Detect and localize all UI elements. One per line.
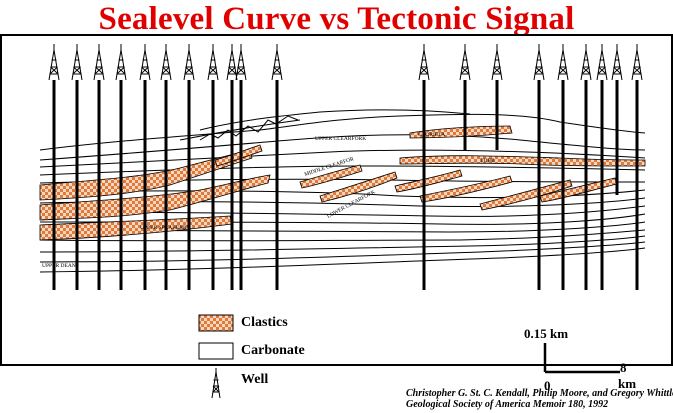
page-title: Sealevel Curve vs Tectonic Signal xyxy=(98,1,575,37)
well-derrick-icon xyxy=(491,44,503,81)
well-10 xyxy=(235,44,247,290)
well-derrick-icon xyxy=(459,44,471,81)
well-19 xyxy=(611,44,623,195)
label-upper-clearfork: UPPER CLEARFORK xyxy=(315,136,366,142)
well-8 xyxy=(207,44,219,290)
well-17 xyxy=(580,44,592,290)
well-18 xyxy=(596,44,608,290)
well-derrick-icon xyxy=(226,44,238,81)
legend xyxy=(198,314,234,399)
well-derrick-icon xyxy=(71,44,83,81)
citation-line1: Christopher G. St. C. Kendall, Philip Mo… xyxy=(406,388,673,399)
well-7 xyxy=(183,44,195,290)
well-16 xyxy=(557,44,569,290)
legend-carbonate-label: Carbonate xyxy=(241,343,305,358)
well-derrick-icon xyxy=(93,44,105,81)
shelf-margin-line xyxy=(199,115,299,141)
citation-line2: Geological Society of America Memoir 180… xyxy=(406,399,609,410)
wells xyxy=(48,44,643,290)
label-tubb: TUBB xyxy=(480,158,495,164)
well-6 xyxy=(160,44,172,290)
label-upper-dean: UPPER DEAN xyxy=(42,263,76,269)
well-derrick-icon xyxy=(533,44,545,81)
well-3 xyxy=(93,44,105,290)
legend-well-label: Well xyxy=(241,372,269,387)
well-15 xyxy=(533,44,545,290)
scale-bar xyxy=(543,343,620,374)
well-derrick-icon xyxy=(557,44,569,81)
label-glorieta: GLORIETA xyxy=(418,132,445,138)
well-2 xyxy=(71,44,83,290)
legend-clastics-label: Clastics xyxy=(241,315,288,330)
well-14 xyxy=(491,44,503,150)
well-derrick-icon xyxy=(139,44,151,81)
legend-carbonate-swatch xyxy=(198,342,234,360)
scale-unit-label: km xyxy=(618,376,637,391)
well-12 xyxy=(418,44,430,290)
scale-zero-label: 0 xyxy=(544,378,551,393)
well-derrick-icon xyxy=(235,44,247,81)
well-9 xyxy=(226,44,238,290)
well-derrick-icon xyxy=(207,44,219,81)
well-derrick-icon xyxy=(271,44,283,81)
well-derrick-icon xyxy=(48,44,60,81)
well-derrick-icon xyxy=(183,44,195,81)
well-derrick-icon xyxy=(596,44,608,81)
well-20 xyxy=(631,44,643,290)
well-4 xyxy=(115,44,127,290)
well-1 xyxy=(48,44,60,290)
well-derrick-icon xyxy=(580,44,592,81)
well-derrick-icon xyxy=(115,44,127,81)
well-derrick-icon xyxy=(611,44,623,81)
legend-well-icon xyxy=(211,368,221,399)
scale-value-label: 8 xyxy=(620,360,627,375)
well-13 xyxy=(459,44,471,150)
well-5 xyxy=(139,44,151,290)
well-derrick-icon xyxy=(631,44,643,81)
well-derrick-icon xyxy=(160,44,172,81)
scale-vertical-label: 0.15 km xyxy=(524,326,569,341)
well-derrick-icon xyxy=(418,44,430,81)
well-11 xyxy=(271,44,283,290)
legend-clastics-swatch xyxy=(198,314,234,332)
